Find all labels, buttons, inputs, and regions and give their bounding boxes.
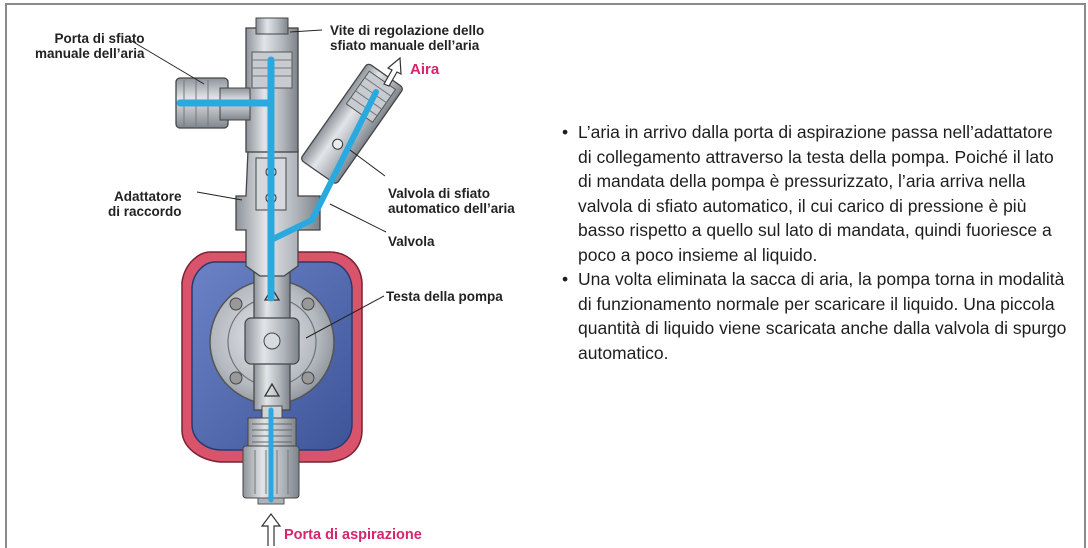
label-manual-vent-port: Porta di sfiato manuale dell’aria <box>35 31 145 61</box>
figure-frame <box>5 3 1086 548</box>
liquid-channels <box>176 56 379 503</box>
label-auto-vent-valve: Valvola di sfiato automatico dell’aria <box>388 186 515 216</box>
label-air: Aira <box>410 61 440 78</box>
suction-arrow <box>260 513 282 546</box>
label-suction-port: Porta di aspirazione <box>284 527 422 543</box>
description-item: •Una volta eliminata la sacca di aria, l… <box>562 269 1067 363</box>
label-valve: Valvola <box>388 234 435 249</box>
pump-diagram <box>129 17 403 546</box>
label-adjust-screw: Vite di regolazione dello sfiato manuale… <box>330 23 485 53</box>
description-item: •L’aria in arrivo dalla porta di aspiraz… <box>562 122 1054 265</box>
label-pump-head: Testa della pompa <box>386 289 503 304</box>
description-list: •L’aria in arrivo dalla porta di aspiraz… <box>562 120 1067 365</box>
label-adapter: Adattatore di raccordo <box>108 189 182 219</box>
description-text: L’aria in arrivo dalla porta di aspirazi… <box>578 122 1054 265</box>
air-arrow <box>383 56 402 87</box>
description-text: Una volta eliminata la sacca di aria, la… <box>578 269 1067 363</box>
leader-lines <box>129 29 387 339</box>
